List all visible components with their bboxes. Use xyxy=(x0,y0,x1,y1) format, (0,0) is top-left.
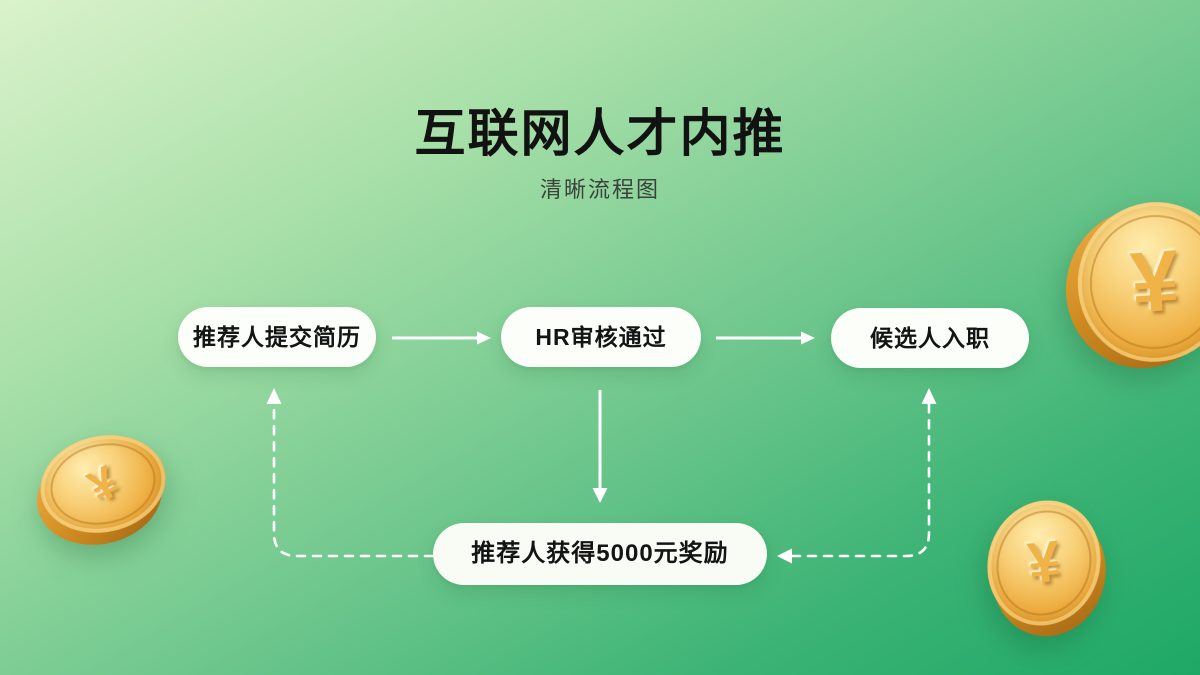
arrow-review-to-reward xyxy=(592,390,608,503)
flow-node-referrer-reward: 推荐人获得5000元奖励 xyxy=(433,523,767,585)
page-title: 互联网人才内推 xyxy=(414,105,786,162)
yen-symbol-icon: ¥ xyxy=(1024,528,1064,597)
flow-node-submit-resume: 推荐人提交简历 xyxy=(178,307,376,367)
flow-node-candidate-onboard: 候选人入职 xyxy=(831,308,1029,368)
dashed-arrow-reward-onboard xyxy=(777,388,937,564)
page-subtitle: 清晰流程图 xyxy=(539,177,660,202)
arrow-review-to-onboard xyxy=(716,331,815,345)
arrow-submit-to-review xyxy=(392,331,491,345)
yen-symbol-icon: ¥ xyxy=(1127,232,1183,332)
dashed-arrow-reward-to-submit xyxy=(266,388,435,558)
flow-node-hr-review: HR审核通过 xyxy=(501,307,701,367)
